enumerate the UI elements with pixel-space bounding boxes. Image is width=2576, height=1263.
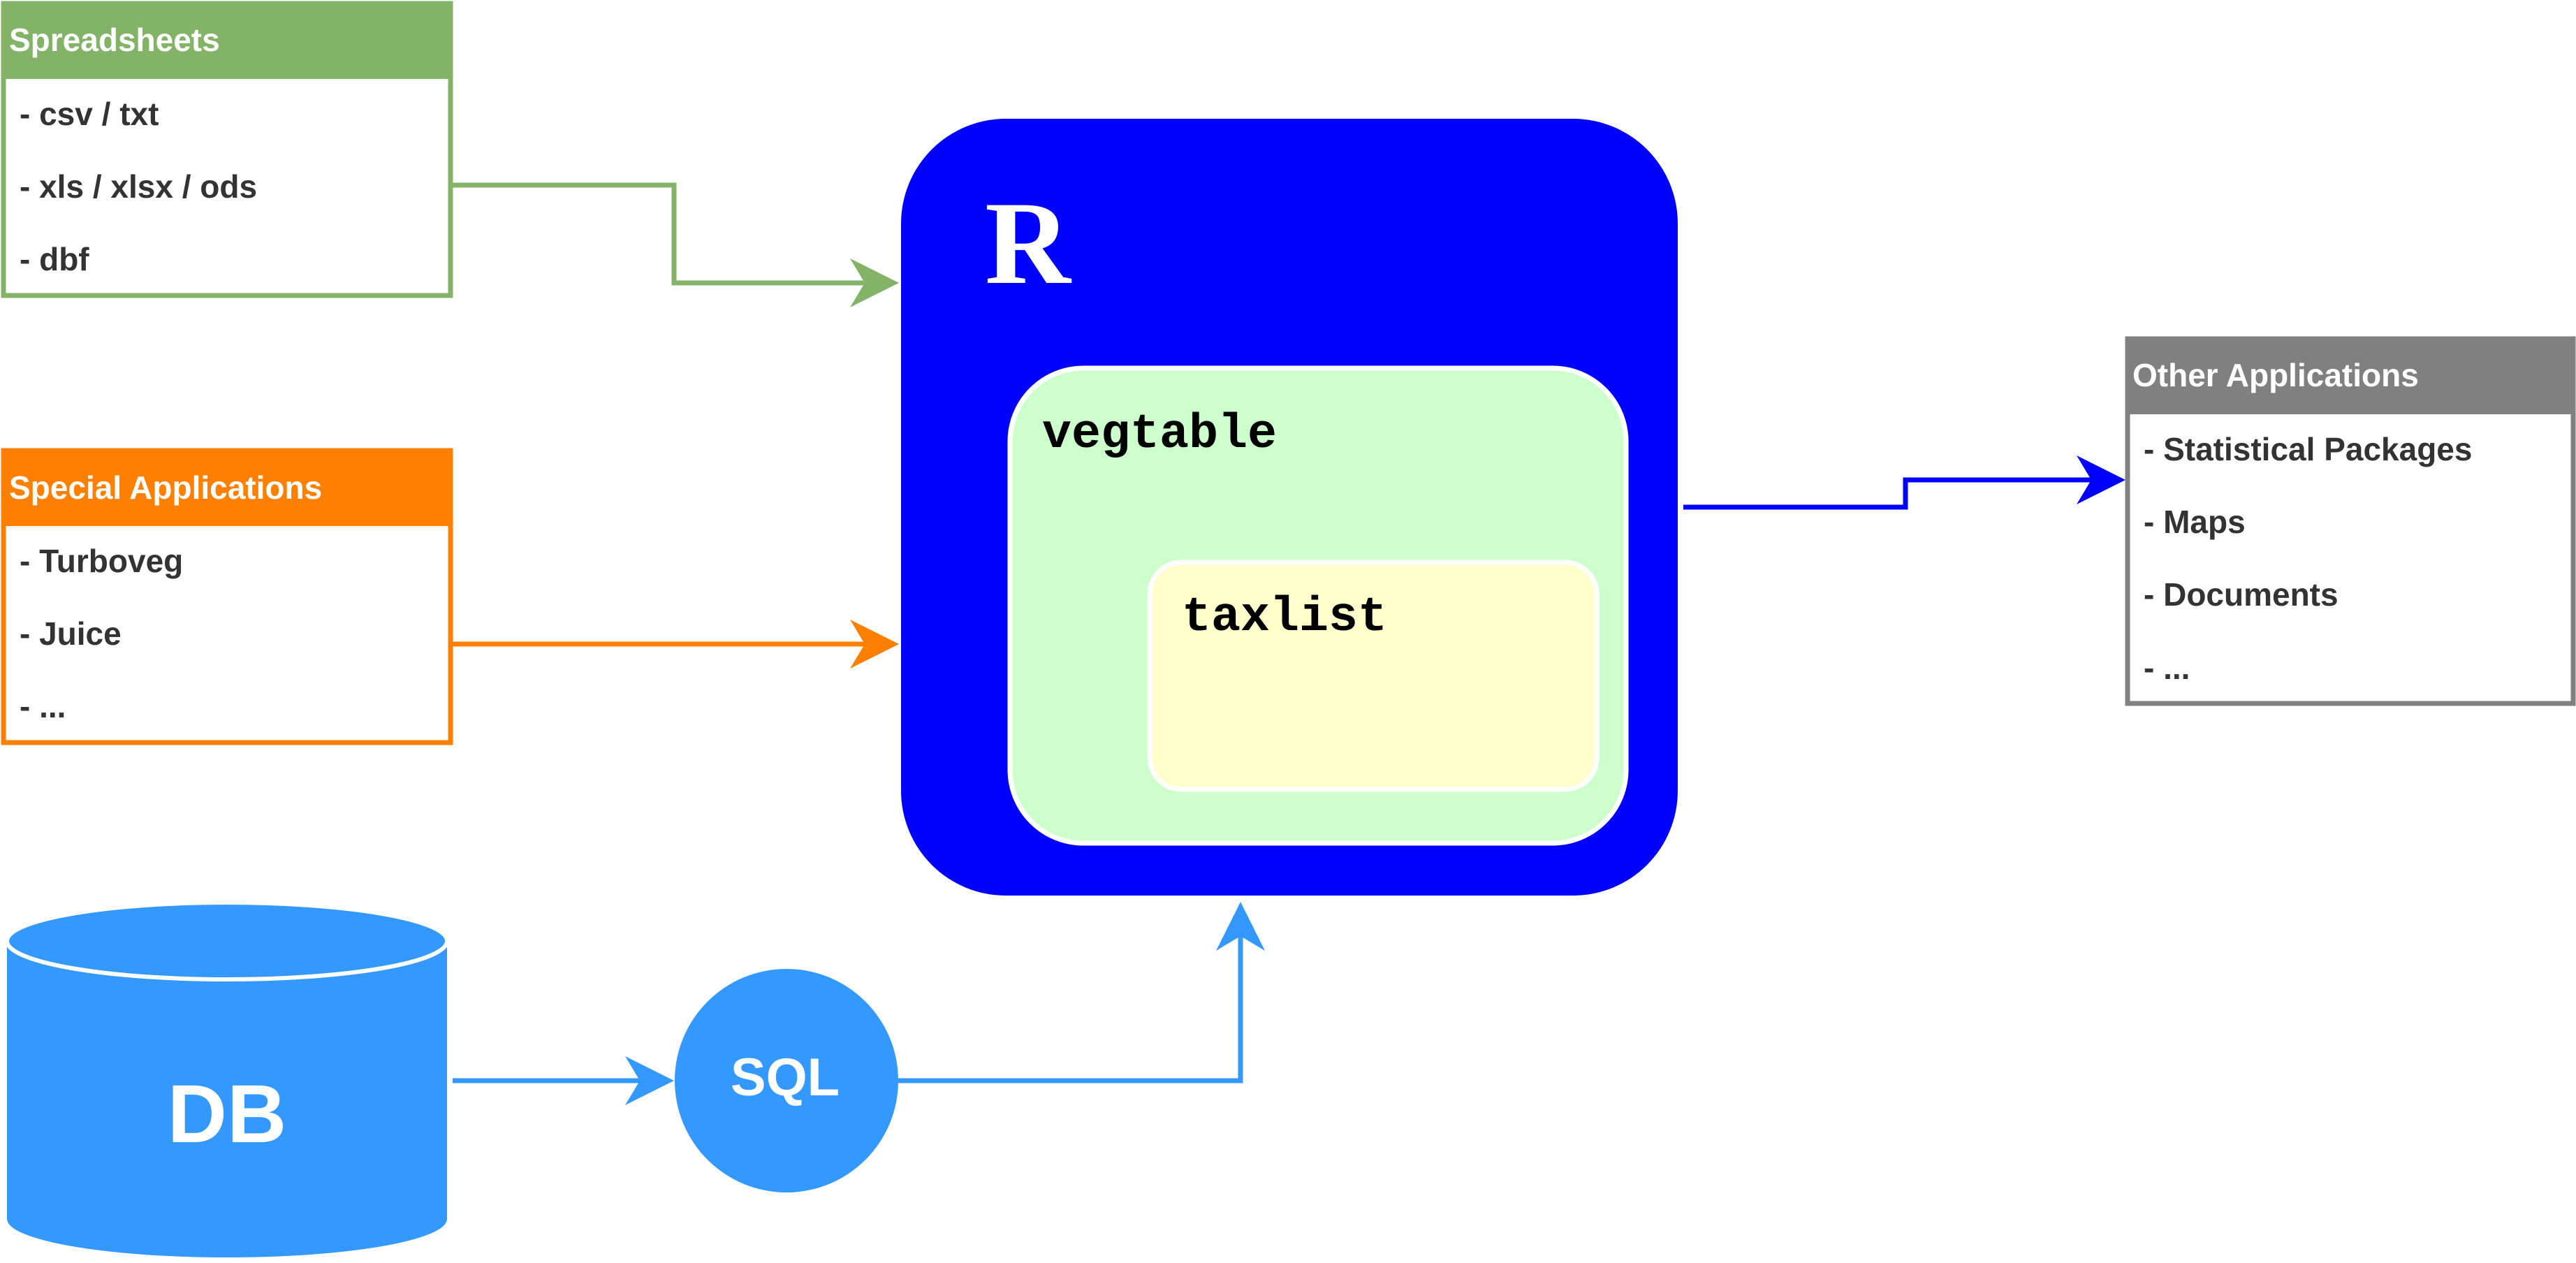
other-applications-box: Other Applications - Statistical Package… xyxy=(2125,336,2576,706)
taxlist-label: taxlist xyxy=(1182,590,1387,645)
other-applications-item: - ... xyxy=(2144,650,2190,686)
spreadsheets-box: Spreadsheets - csv / txt - xls / xlsx / … xyxy=(1,1,453,298)
spreadsheets-item: - csv / txt xyxy=(20,96,159,132)
special-applications-box: Special Applications - Turboveg - Juice … xyxy=(1,448,453,745)
other-applications-item: - Documents xyxy=(2144,576,2339,613)
database-cylinder: DB xyxy=(5,900,449,1257)
special-applications-item: - ... xyxy=(20,688,66,724)
spreadsheets-header xyxy=(3,3,451,79)
database-top xyxy=(5,900,449,981)
r-logo-label: R xyxy=(985,177,1072,309)
sql-label: SQL xyxy=(731,1048,840,1107)
special-applications-item: - Juice xyxy=(20,615,122,652)
vegtable-label: vegtable xyxy=(1042,407,1277,462)
sql-to-r-arrow xyxy=(898,902,1265,1083)
taxlist-box xyxy=(1147,560,1600,792)
special-applications-title: Special Applications xyxy=(9,469,322,506)
other-applications-item: - Maps xyxy=(2144,504,2246,540)
spreadsheets-item: - xls / xlsx / ods xyxy=(20,168,257,205)
database-label: DB xyxy=(168,1068,286,1160)
special-applications-item: - Turboveg xyxy=(20,543,183,579)
sql-node: SQL xyxy=(675,969,898,1192)
sql-circle xyxy=(675,969,898,1192)
database-body xyxy=(7,941,447,1257)
r-container: R vegtable taxlist xyxy=(901,119,1678,896)
other-applications-title: Other Applications xyxy=(2132,357,2419,393)
special-applications-header xyxy=(3,451,451,526)
other-applications-header xyxy=(2128,339,2573,414)
spreadsheets-item: - dbf xyxy=(20,241,89,277)
other-applications-item: - Statistical Packages xyxy=(2144,431,2472,467)
spreadsheets-title: Spreadsheets xyxy=(9,22,220,58)
r-to-other-applications-arrow xyxy=(1683,455,2125,510)
spreadsheets-to-r-arrow xyxy=(453,182,899,307)
